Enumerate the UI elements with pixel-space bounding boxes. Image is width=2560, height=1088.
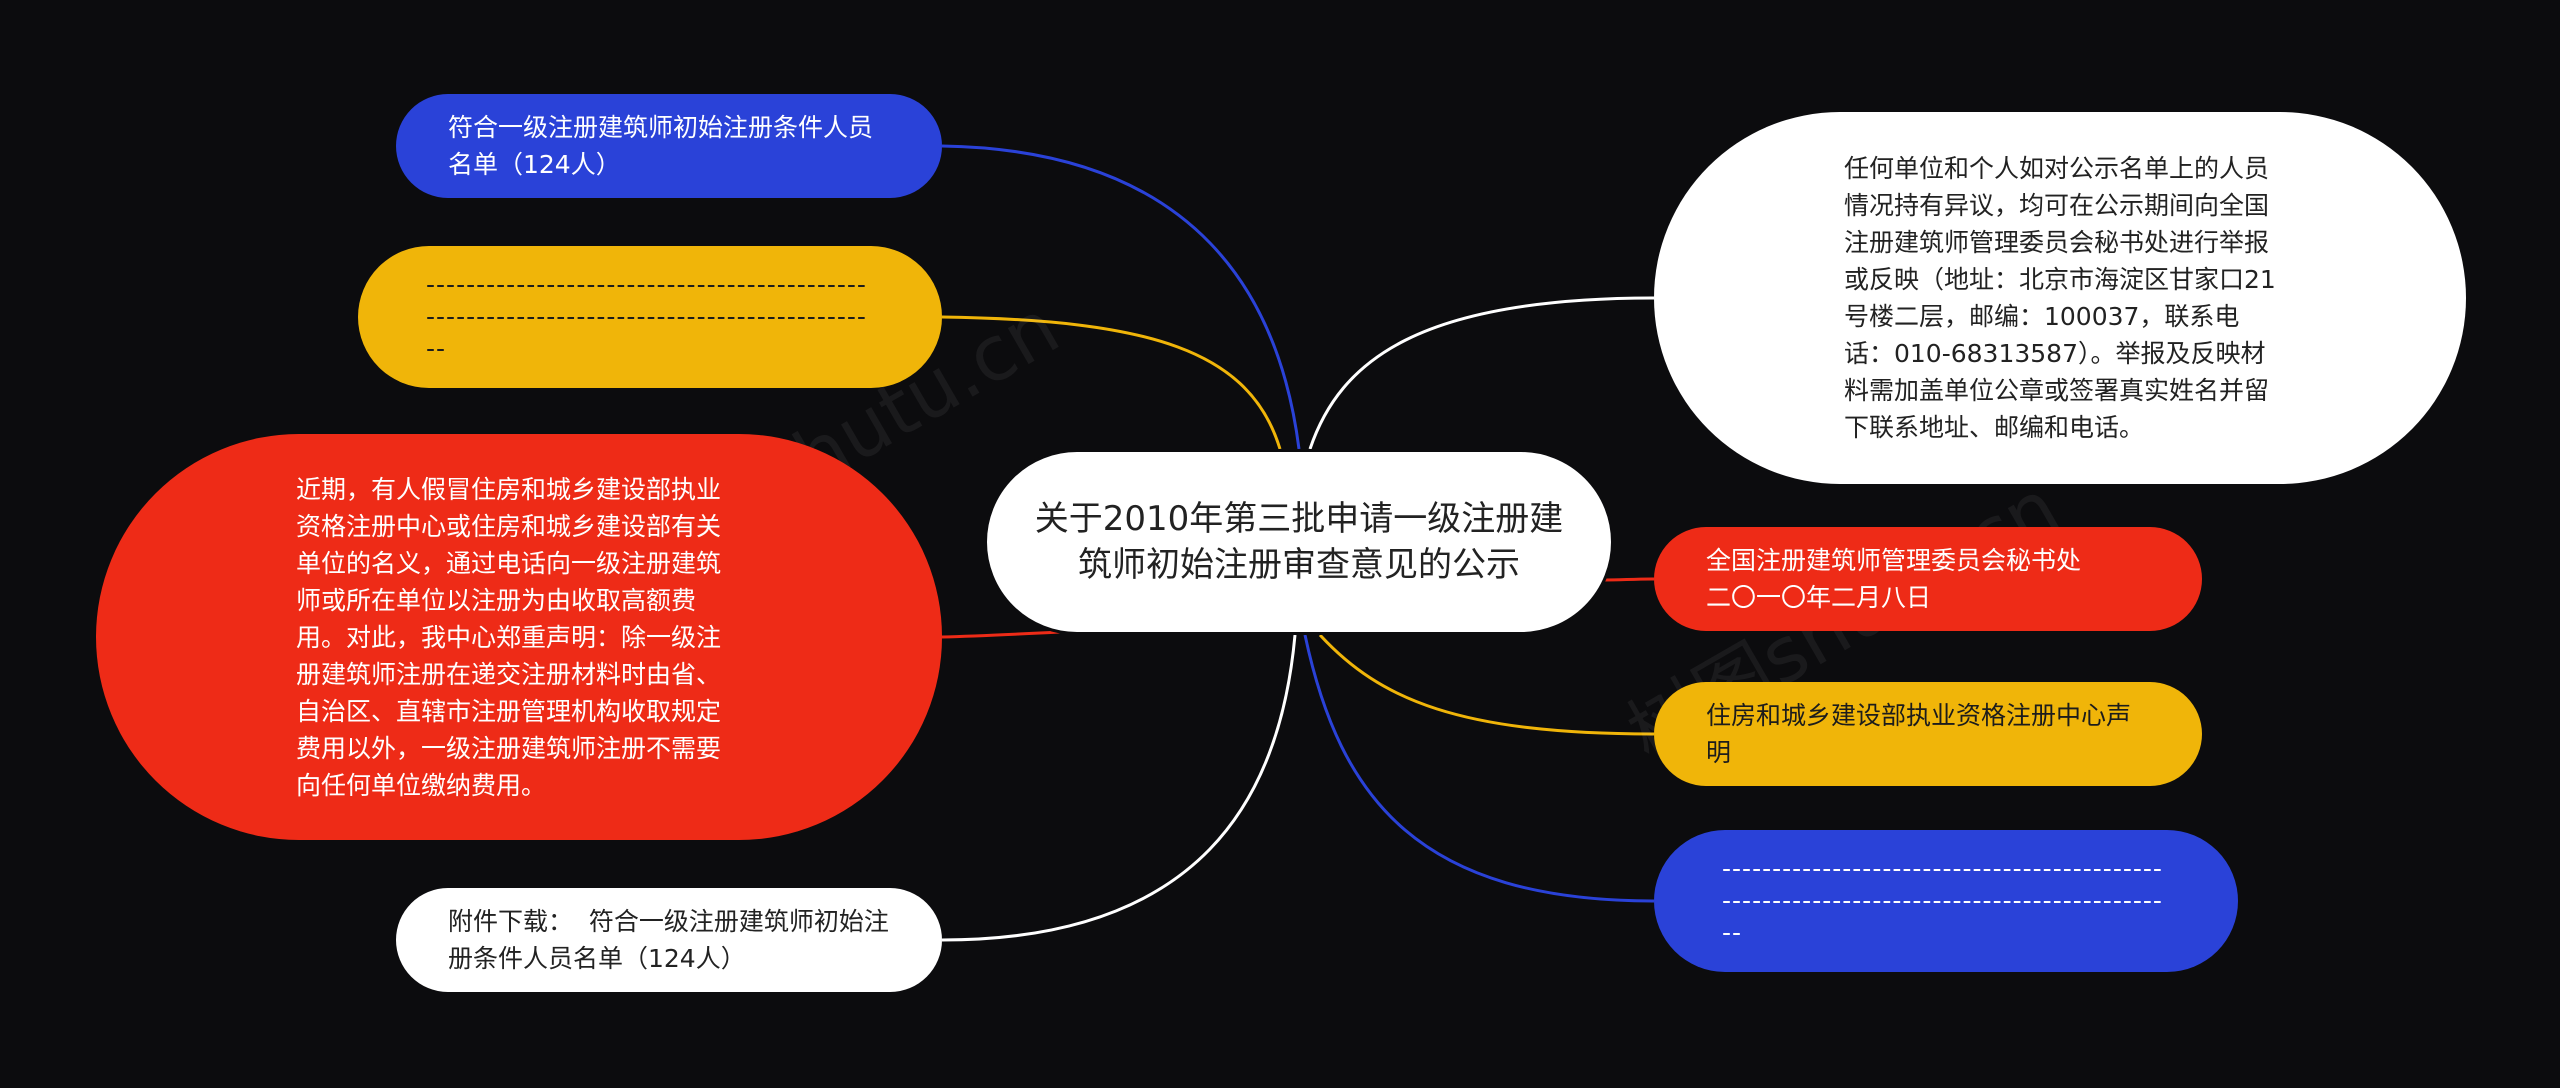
left-node-divider-text: ----------------------------------------…: [426, 270, 867, 363]
link-to-left-3: [941, 630, 1061, 639]
link-to-left-1: [941, 144, 1301, 450]
central-topic[interactable]: 关于2010年第三批申请一级注册建筑师初始注册审查意见的公示: [984, 449, 1614, 635]
right-node-divider[interactable]: ----------------------------------------…: [1654, 830, 2238, 972]
right-node-center-statement[interactable]: 住房和城乡建设部执业资格注册中心声明: [1654, 682, 2202, 786]
right-node-center-statement-text: 住房和城乡建设部执业资格注册中心声明: [1706, 701, 2132, 767]
left-node-divider[interactable]: ----------------------------------------…: [358, 246, 942, 388]
link-to-right-3: [1318, 633, 1655, 736]
left-node-attachment-download[interactable]: 附件下载： 符合一级注册建筑师初始注册条件人员名单（124人）: [396, 888, 942, 992]
right-node-objection-info-text: 任何单位和个人如对公示名单上的人员情况持有异议，均可在公示期间向全国注册建筑师管…: [1844, 154, 2276, 442]
link-to-left-4: [941, 634, 1297, 942]
right-node-divider-text: ----------------------------------------…: [1722, 854, 2163, 947]
right-node-signature-text: 全国注册建筑师管理委员会秘书处 二〇一〇年二月八日: [1706, 546, 2082, 612]
left-node-member-list-text: 符合一级注册建筑师初始注册条件人员名单（124人）: [448, 113, 874, 179]
link-to-right-1: [1308, 296, 1655, 450]
link-to-right-4: [1303, 634, 1655, 903]
link-to-left-2: [941, 315, 1282, 450]
link-to-right-2: [1604, 577, 1655, 582]
left-node-fraud-warning[interactable]: 近期，有人假冒住房和城乡建设部执业资格注册中心或住房和城乡建设部有关单位的名义，…: [96, 434, 942, 840]
left-node-fraud-warning-text: 近期，有人假冒住房和城乡建设部执业资格注册中心或住房和城乡建设部有关单位的名义，…: [296, 474, 722, 800]
left-node-member-list[interactable]: 符合一级注册建筑师初始注册条件人员名单（124人）: [396, 94, 942, 198]
left-node-attachment-download-text: 附件下载： 符合一级注册建筑师初始注册条件人员名单（124人）: [448, 907, 889, 973]
central-topic-text: 关于2010年第三批申请一级注册建筑师初始注册审查意见的公示: [1034, 499, 1564, 585]
right-node-objection-info[interactable]: 任何单位和个人如对公示名单上的人员情况持有异议，均可在公示期间向全国注册建筑师管…: [1654, 112, 2466, 484]
right-node-signature[interactable]: 全国注册建筑师管理委员会秘书处 二〇一〇年二月八日: [1654, 527, 2202, 631]
